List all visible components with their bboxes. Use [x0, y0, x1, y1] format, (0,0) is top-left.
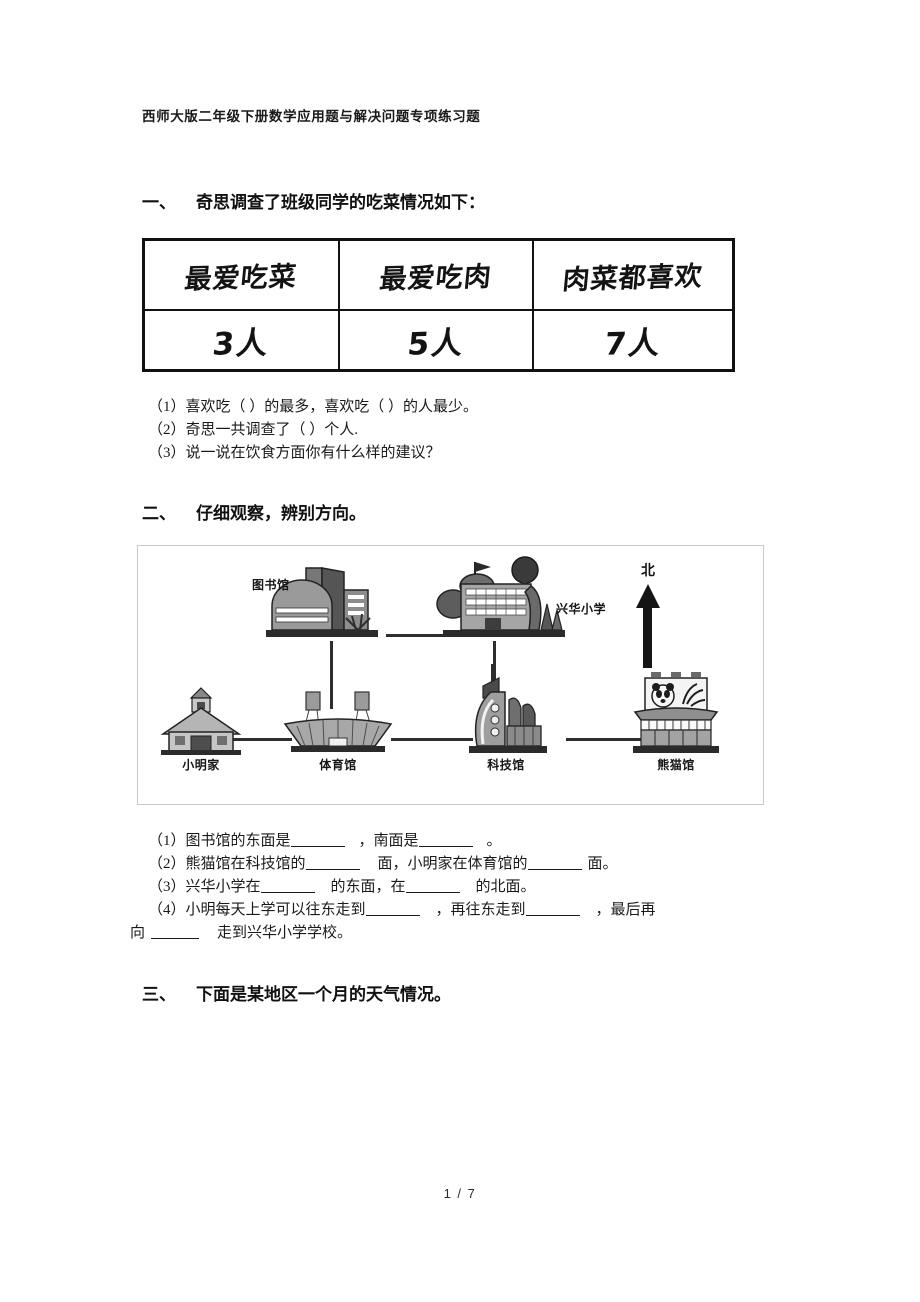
answer-blank[interactable]	[290, 831, 345, 847]
section-number-3: 三、	[142, 985, 176, 1004]
science-museum-icon	[469, 664, 547, 753]
compass-indicator: 北	[608, 560, 688, 675]
map-node-panda-house[interactable]: 熊猫馆	[616, 670, 736, 773]
table-cell-value-1: 5人	[337, 309, 535, 372]
map-node-home[interactable]: 小明家	[146, 686, 256, 773]
section-title-3: 下面是某地区一个月的天气情况。	[196, 985, 451, 1004]
question-2-4: （4）小明每天上学可以往东走到，再往东走到，最后再	[148, 900, 656, 918]
school-building-icon	[436, 556, 565, 637]
map-label-library: 图书馆	[252, 578, 290, 592]
question-2-2: （2）熊猫馆在科技馆的面，小明家在体育馆的面。	[148, 854, 618, 872]
map-label-home: 小明家	[182, 758, 220, 772]
answer-blank[interactable]	[405, 877, 460, 893]
table-row: 最爱吃菜 最爱吃肉 肉菜都喜欢	[142, 238, 735, 311]
page-number-footer: 1 / 7	[443, 1186, 477, 1201]
map-label-stadium: 体育馆	[319, 758, 357, 772]
house-icon	[160, 687, 242, 755]
answer-blank[interactable]	[151, 923, 200, 939]
table-cell-header-0: 最爱吃菜	[142, 238, 340, 311]
map-label-panda-house: 熊猫馆	[657, 758, 695, 772]
section-title-1: 奇思调查了班级同学的吃菜情况如下：	[196, 193, 485, 212]
question-2-1: （1）图书馆的东面是，南面是。	[148, 831, 502, 849]
map-node-school[interactable]: 兴华小学	[428, 556, 606, 642]
table-cell-header-1: 最爱吃肉	[337, 238, 535, 311]
road-library-school	[386, 634, 446, 637]
road-stadium-science	[391, 738, 473, 741]
section-title-2: 仔细观察，辨别方向。	[196, 504, 366, 523]
section-heading-3: 三、 下面是某地区一个月的天气情况。	[142, 980, 451, 1005]
answer-blank[interactable]	[525, 900, 580, 916]
north-arrow-icon	[636, 584, 660, 668]
direction-map-figure: 图书馆	[137, 545, 764, 805]
table-cell-value-0: 3人	[142, 309, 340, 372]
panda-face	[651, 683, 675, 708]
section-number-2: 二、	[142, 504, 176, 523]
table-cell-value-2: 7人	[532, 309, 735, 372]
stadium-icon	[283, 691, 393, 752]
question-2-4-continued: 向走到兴华小学学校。	[130, 923, 353, 941]
map-node-library[interactable]: 图书馆	[252, 564, 403, 642]
document-header-title: 西师大版二年级下册数学应用题与解决问题专项练习题	[142, 109, 481, 124]
table-row: 3人 5人 7人	[142, 309, 735, 372]
road-home-stadium	[204, 738, 292, 741]
section-heading-2: 二、 仔细观察，辨别方向。	[142, 499, 366, 524]
answer-blank[interactable]	[527, 854, 582, 870]
section-number-1: 一、	[142, 193, 176, 212]
answer-blank[interactable]	[305, 854, 360, 870]
map-label-science-museum: 科技馆	[487, 758, 525, 772]
road-science-panda	[566, 738, 648, 741]
library-building-icon	[266, 567, 378, 637]
question-2-3: （3）兴华小学在的东面，在的北面。	[148, 877, 536, 895]
map-node-stadium[interactable]: 体育馆	[278, 684, 398, 773]
section-heading-1: 一、 奇思调查了班级同学的吃菜情况如下：	[142, 188, 485, 213]
road-library-stadium	[330, 641, 333, 709]
answer-blank[interactable]	[260, 877, 315, 893]
question-1-1: （1）喜欢吃（ ）的最多，喜欢吃（ ）的人最少。	[148, 399, 479, 415]
compass-label-north: 北	[641, 563, 655, 579]
answer-blank[interactable]	[418, 831, 473, 847]
panda-house-icon	[633, 672, 719, 753]
map-node-science-museum[interactable]: 科技馆	[446, 664, 566, 773]
question-1-2: （2）奇思一共调查了（ ）个人.	[148, 422, 359, 438]
vegetable-survey-table: 最爱吃菜 最爱吃肉 肉菜都喜欢 3人 5人 7人	[142, 238, 735, 372]
question-1-3: （3）说一说在饮食方面你有什么样的建议？	[148, 445, 441, 461]
table-cell-header-2: 肉菜都喜欢	[532, 238, 735, 311]
answer-blank[interactable]	[365, 900, 420, 916]
map-label-school: 兴华小学	[556, 602, 607, 616]
